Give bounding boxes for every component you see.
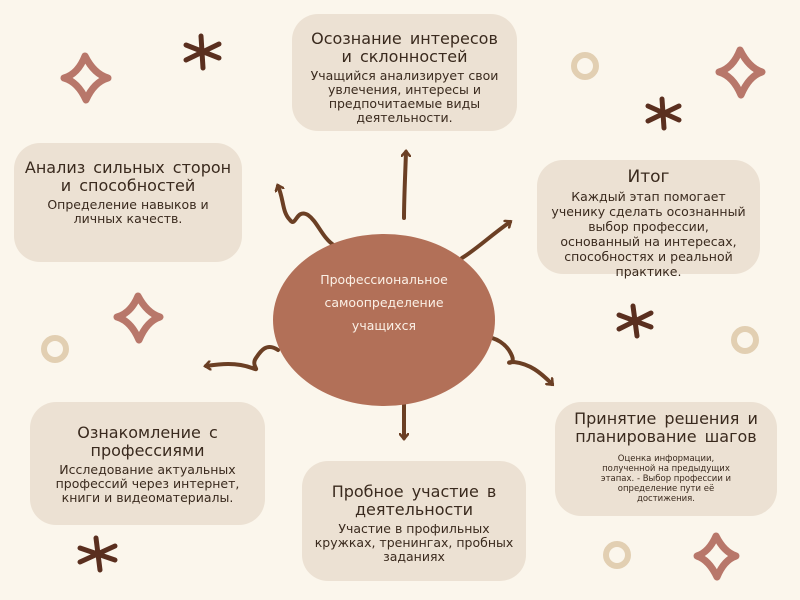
arrow-to-strengths xyxy=(278,186,337,248)
sparkle-icon xyxy=(113,292,164,344)
sparkle-icon xyxy=(60,52,112,104)
node-result: Итог Каждый этап помогает ученику сделат… xyxy=(537,160,760,279)
node-trial-desc: Участие в профильных кружках, тренингах,… xyxy=(314,521,514,564)
node-trial-title: Пробное участие в деятельности xyxy=(331,482,497,519)
sparkle-icon xyxy=(715,46,766,99)
ring-icon xyxy=(571,52,599,80)
ring-icon xyxy=(731,326,759,354)
node-result-title: Итог xyxy=(627,167,670,187)
arrow-to-acquaintance xyxy=(206,345,280,369)
node-decision-desc: Оценка информации, полученной на предыду… xyxy=(600,454,732,504)
node-interests-title: Осознание интересов и склонностей xyxy=(311,29,498,66)
node-decision: Принятие решения и планирование шагов Оц… xyxy=(555,402,777,516)
arrow-to-decision xyxy=(476,335,552,384)
asterisk-icon xyxy=(616,303,654,339)
sparkle-icon xyxy=(693,532,740,581)
node-strengths: Анализ сильных сторон и способностей Опр… xyxy=(14,143,242,262)
node-acquaintance-title: Ознакомление с профессиями xyxy=(77,423,218,460)
arrow-to-interests xyxy=(404,152,406,220)
ring-icon xyxy=(41,335,69,363)
central-topic: Профессиональное самоопределение учащихс… xyxy=(273,234,495,406)
node-trial: Пробное участие в деятельности Участие в… xyxy=(302,461,526,581)
node-acquaintance: Ознакомление с профессиями Исследование … xyxy=(30,402,265,525)
node-result-desc: Каждый этап помогает ученику сделать осо… xyxy=(551,189,746,279)
central-topic-line-3: учащихся xyxy=(351,318,417,333)
asterisk-icon xyxy=(77,535,118,573)
asterisk-icon xyxy=(183,33,222,71)
node-acquaintance-desc: Исследование актуальных профессий через … xyxy=(55,462,240,505)
node-interests-desc: Учащийся анализирует свои увлечения, инт… xyxy=(310,68,499,125)
ring-icon xyxy=(603,541,631,569)
asterisk-icon xyxy=(645,96,682,131)
central-topic-line-2: самоопределение xyxy=(324,295,444,310)
node-decision-title: Принятие решения и планирование шагов xyxy=(574,409,758,446)
arrow-to-result xyxy=(460,222,510,260)
node-interests: Осознание интересов и склонностей Учащий… xyxy=(292,14,517,131)
central-topic-line-1: Профессиональное xyxy=(320,272,448,287)
node-strengths-desc: Определение навыков и личных качеств. xyxy=(47,197,209,226)
node-strengths-title: Анализ сильных сторон и способностей xyxy=(24,158,232,195)
